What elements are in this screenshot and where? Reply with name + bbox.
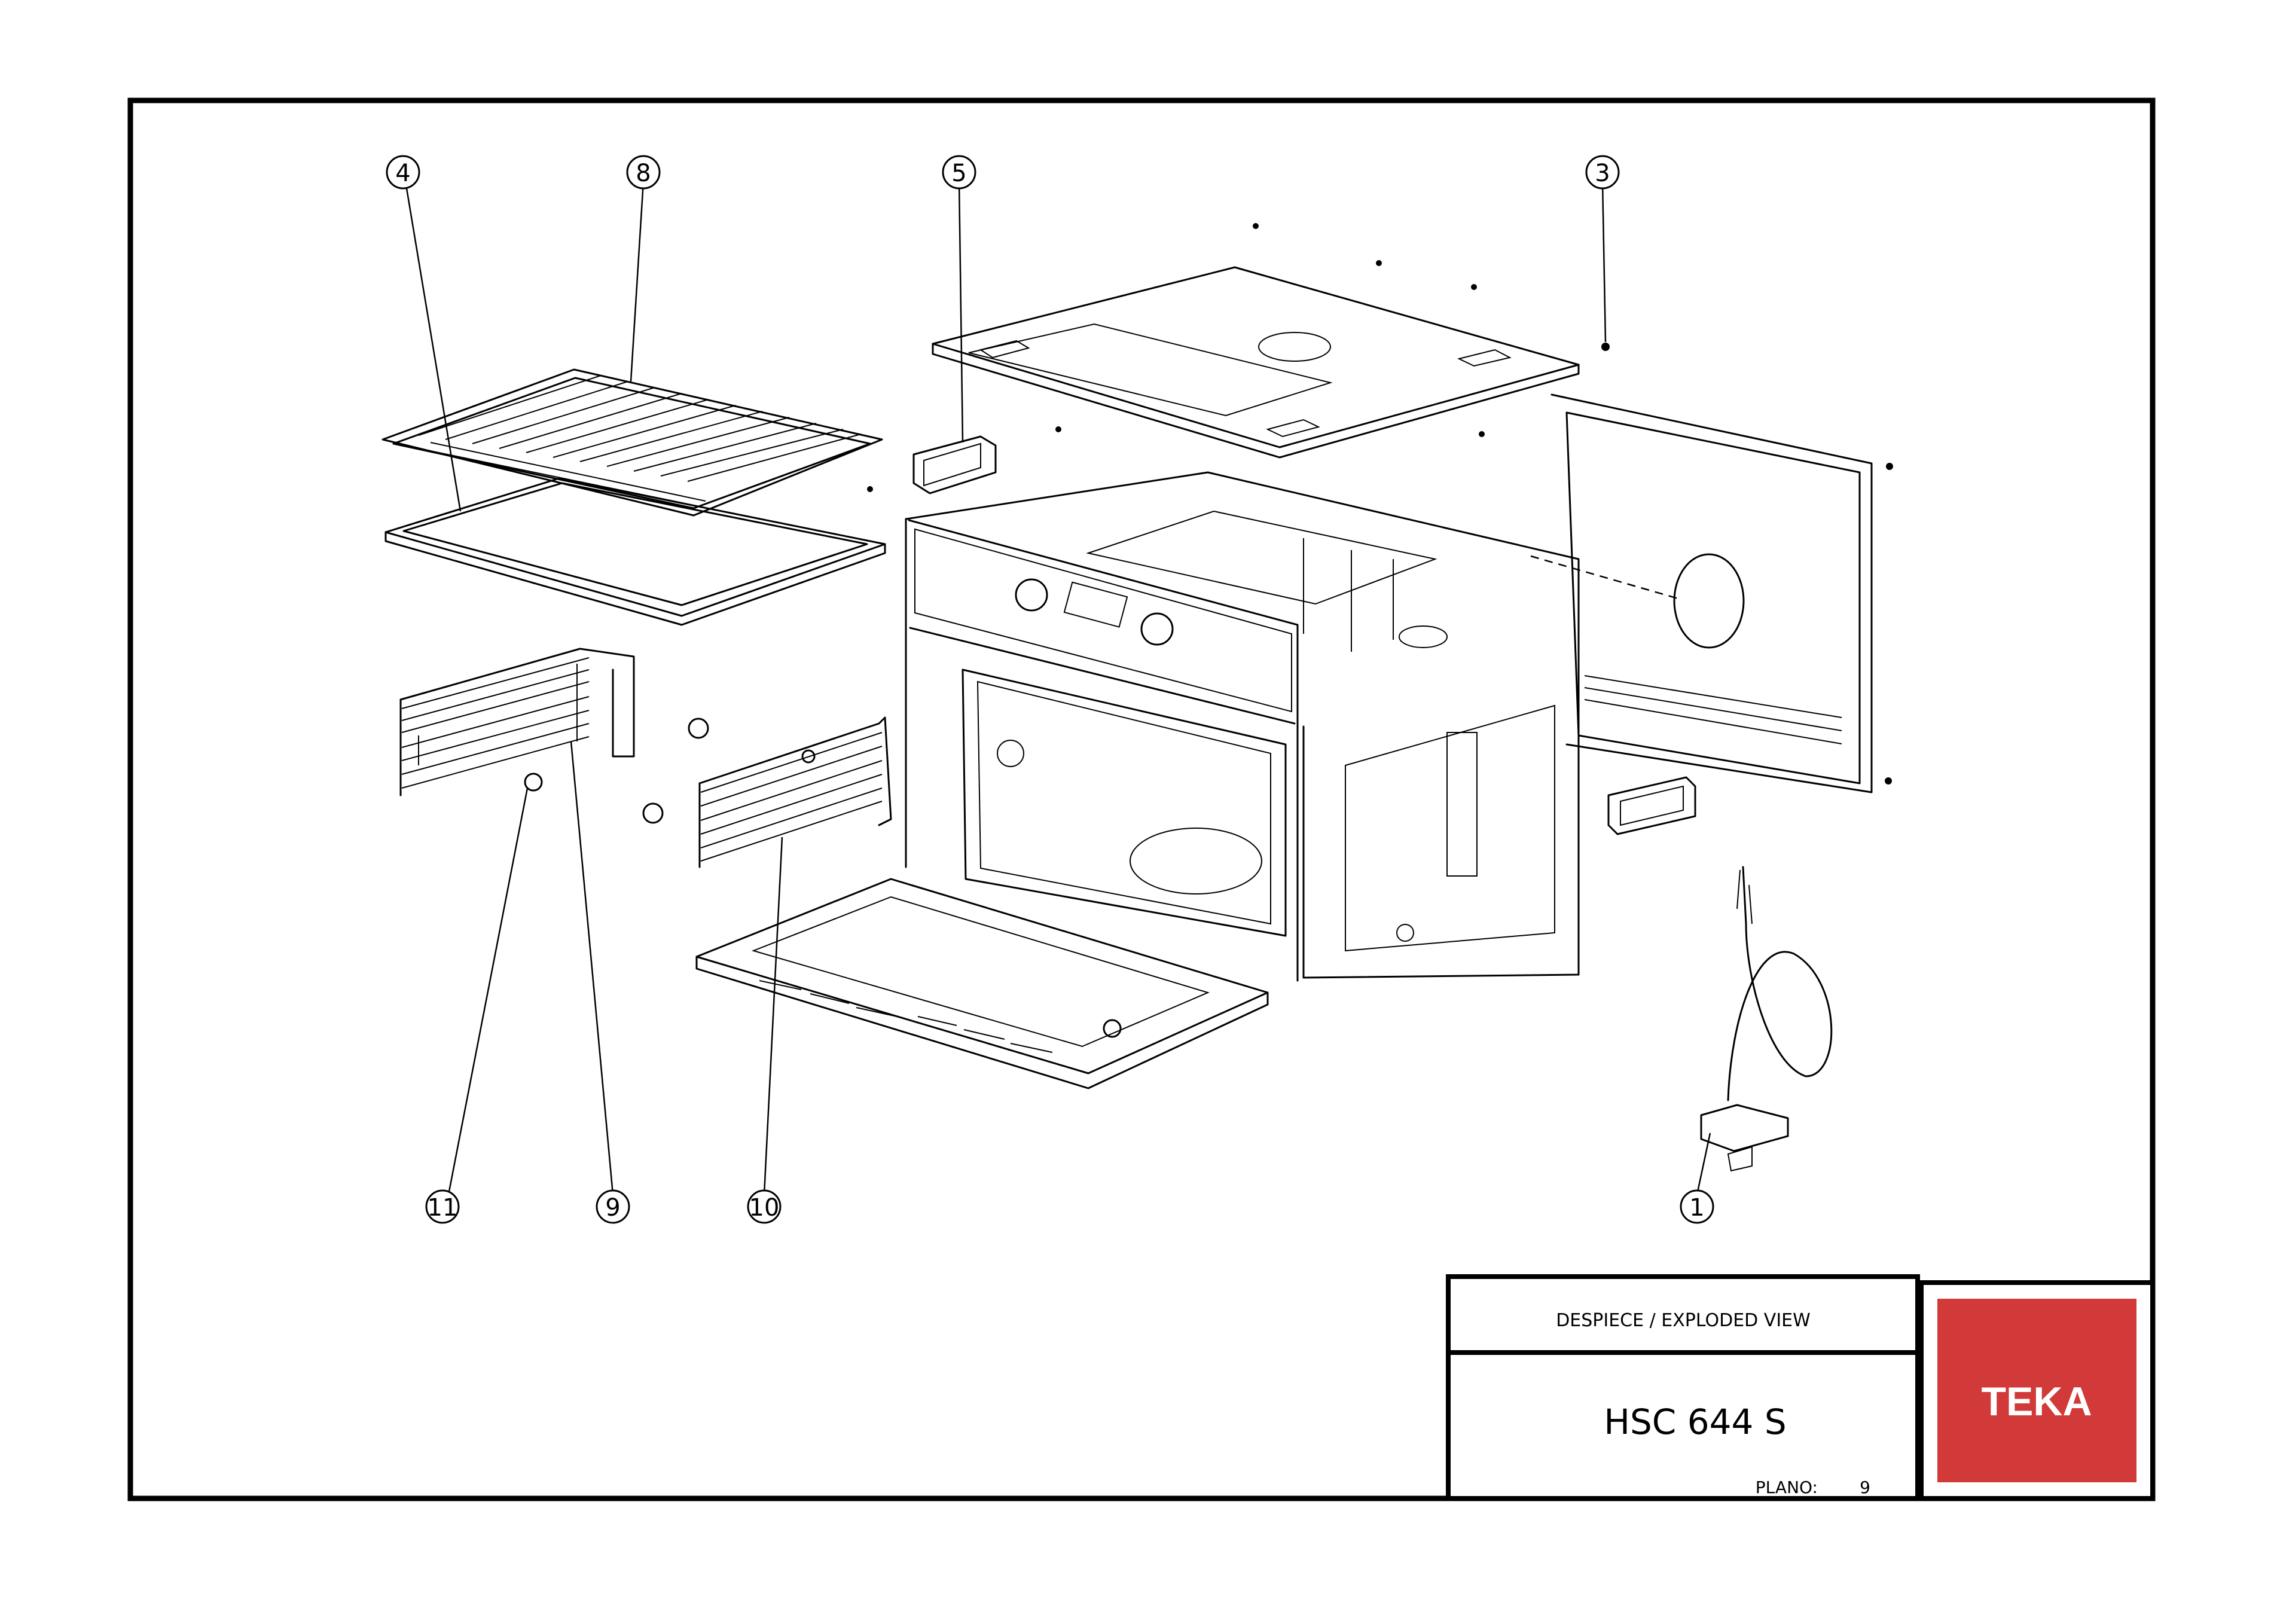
svg-text:9: 9 [605,1194,620,1222]
part-baking-tray [384,477,886,626]
part-side-bracket [1607,776,1696,835]
svg-text:11: 11 [428,1194,458,1222]
callout-1: 1 [1680,1189,1714,1224]
sheet-border [127,97,2156,1501]
callout-11: 11 [425,1189,460,1224]
callout-4: 4 [386,155,420,190]
callout-9: 9 [596,1189,630,1224]
part-wire-shelf [381,368,883,517]
svg-text:3: 3 [1595,160,1610,187]
leader-lines [404,181,1711,1195]
part-oven-cavity [905,471,1580,982]
part-oven-door [695,878,1269,1089]
callout-3: 3 [1585,155,1620,190]
teka-logo-box [1937,1299,2136,1482]
svg-text:4: 4 [395,160,410,187]
svg-text:10: 10 [749,1194,780,1222]
part-trim-clip [912,435,997,494]
part-right-side-rail [698,716,892,868]
model-name: HSC 644 S [1604,1402,1786,1442]
callout-10: 10 [747,1189,782,1224]
view-title: DESPIECE / EXPLODED VIEW [1556,1310,1811,1331]
part-rear-panel [1530,393,1873,793]
plano-number: 9 [1860,1478,1870,1497]
callout-5: 5 [942,155,976,190]
part-cable-sensor [1700,866,1833,1172]
svg-text:5: 5 [951,160,966,187]
teka-logo: TEKA [1981,1379,2092,1424]
part-top-cover [932,266,1580,459]
callout-8: 8 [626,155,661,190]
fasteners [524,223,1893,824]
plano-label: PLANO: [1756,1478,1818,1497]
part-left-side-rail [399,648,635,796]
svg-text:8: 8 [636,160,651,187]
title-block: DESPIECE / EXPLODED VIEW HSC 644 S PLANO… [1446,1274,2155,1501]
svg-text:1: 1 [1689,1194,1704,1222]
